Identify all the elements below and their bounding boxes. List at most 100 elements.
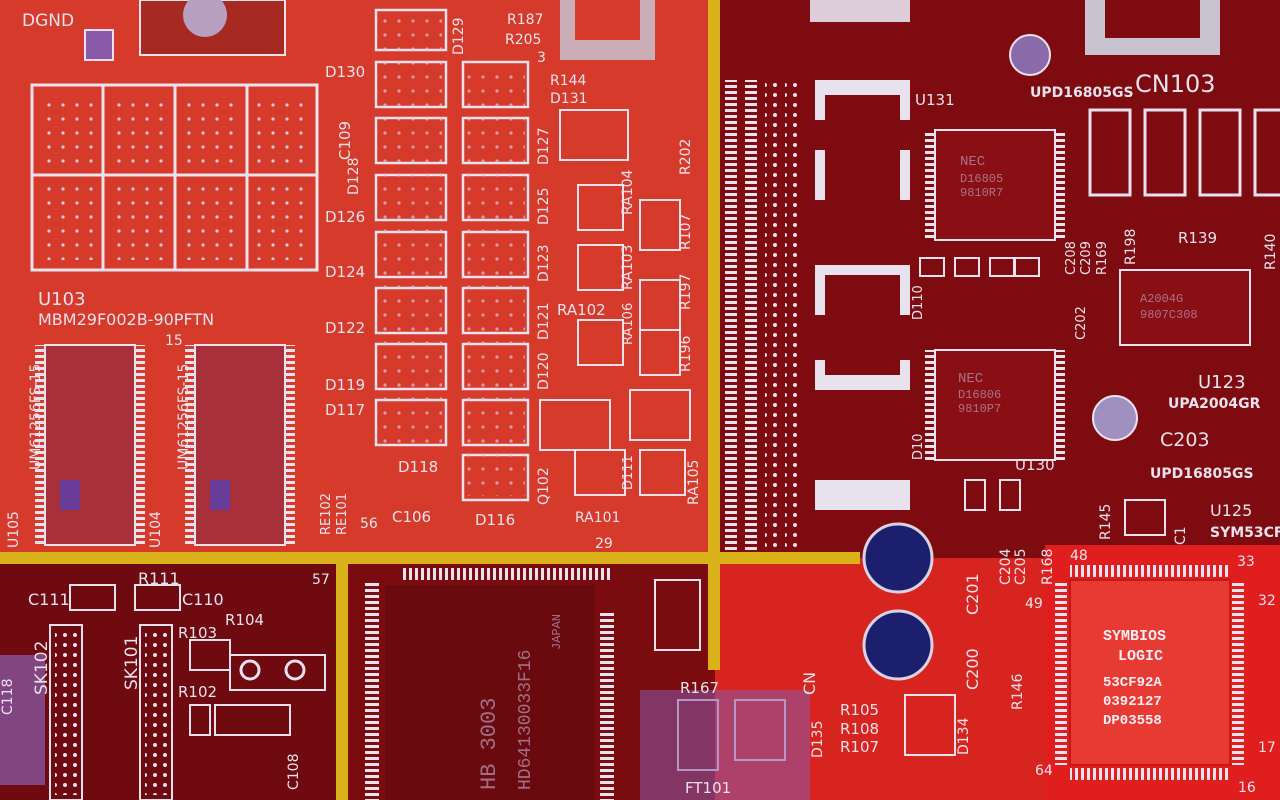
label-pin-16: 16 (1238, 780, 1256, 796)
label-c201: C201 (963, 573, 982, 615)
label-nec1-code: 9810R7 (960, 186, 1003, 200)
label-u105: U105 (6, 511, 22, 548)
label-d128: D128 (346, 157, 362, 195)
label-r105: R105 (840, 701, 879, 719)
a2004-chip (1119, 269, 1251, 346)
label-c118: C118 (0, 679, 16, 716)
label-c110: C110 (182, 590, 224, 609)
label-u103: U103 (38, 289, 86, 310)
label-r145: R145 (1098, 504, 1114, 540)
label-a2004-code: 9807C308 (1140, 308, 1198, 322)
chip-line-5: DP03558 (1103, 713, 1162, 729)
label-dgnd: DGND (22, 11, 74, 31)
label-ra101: RA101 (575, 510, 620, 526)
label-um-left: UM61256FS-15 (28, 364, 44, 470)
label-d123: D123 (536, 244, 552, 282)
label-r111: R111 (138, 569, 180, 588)
label-d117: D117 (325, 401, 365, 419)
label-nec1: NEC (960, 154, 985, 170)
label-r107b: R107 (840, 738, 879, 756)
label-sk101: SK101 (122, 636, 142, 690)
label-c1: C1 (1173, 526, 1189, 545)
sram-chips (35, 344, 295, 546)
label-re102: RE102 (319, 493, 334, 535)
label-d131: D131 (550, 91, 588, 107)
blue-capacitor-2-ring (862, 609, 934, 681)
resistor-arrays (539, 109, 691, 496)
label-r187: R187 (507, 12, 543, 28)
label-r169: R169 (1095, 241, 1110, 275)
label-a2004: A2004G (1140, 292, 1183, 306)
smd-resistors-right (919, 257, 1166, 536)
cn103-connector-inner (1105, 0, 1200, 38)
label-um-right: UM61256FS-15 (176, 364, 192, 470)
blue-capacitor-2 (864, 611, 932, 679)
label-nec2: NEC (958, 371, 983, 387)
label-r202: R202 (678, 139, 694, 175)
label-r196: R196 (678, 335, 694, 372)
symbios-chip (1069, 579, 1231, 766)
chip-line-4: 0392127 (1103, 694, 1162, 710)
socket-strips (49, 624, 173, 800)
label-ra106: RA106 (621, 303, 636, 345)
label-c205: C205 (1013, 549, 1029, 586)
label-ghost3: JAPAN (550, 614, 564, 650)
label-r198: R198 (1123, 229, 1139, 265)
label-ft101: FT101 (685, 779, 731, 797)
label-pin-29: 29 (595, 536, 613, 552)
label-ghost2: HD64130033F16 (516, 650, 536, 790)
label-r167: R167 (680, 679, 719, 697)
u103-pad-dots (40, 95, 311, 260)
nec-chips (925, 129, 1065, 461)
label-d129: D129 (451, 17, 467, 55)
label-r144: R144 (550, 73, 587, 89)
label-cn: CN (800, 672, 819, 695)
label-c109: C109 (336, 121, 354, 160)
label-d120: D120 (536, 352, 552, 390)
label-q102: Q102 (536, 467, 552, 505)
cap-top (1009, 34, 1051, 76)
label-ghost1: HB 3003 (477, 698, 502, 790)
label-u130: U130 (1015, 456, 1055, 474)
label-pin-15: 15 (165, 333, 183, 349)
label-d134: D134 (956, 717, 972, 755)
cap-c203 (1092, 395, 1138, 441)
label-nec2-code: 9810P7 (958, 402, 1001, 416)
label-pin-33: 33 (1237, 554, 1255, 570)
diode-dots (380, 14, 442, 444)
label-d10: D10 (911, 433, 926, 460)
label-sk102: SK102 (32, 641, 52, 695)
label-c106: C106 (392, 508, 431, 526)
label-ra102: RA102 (557, 301, 606, 319)
label-d111: D111 (621, 455, 636, 490)
label-c200: C200 (963, 648, 982, 690)
label-d127: D127 (536, 127, 552, 165)
top-connector-left-inner (575, 0, 640, 40)
label-upd-top: UPD16805GS (1030, 85, 1134, 101)
label-r107: R107 (678, 214, 694, 250)
cn103-fuses (1088, 108, 1280, 197)
label-re101: RE101 (335, 493, 350, 535)
label-c108: C108 (286, 754, 302, 791)
label-u125: U125 (1210, 501, 1252, 520)
label-r197: R197 (678, 274, 694, 310)
chip-line-2: LOGIC (1118, 648, 1163, 665)
label-c209: C209 (1079, 241, 1094, 275)
label-r108: R108 (840, 720, 879, 738)
label-c204: C204 (998, 548, 1014, 585)
label-d110: D110 (911, 285, 926, 320)
label-c111: C111 (28, 590, 70, 609)
label-nec2-part: D16806 (958, 388, 1001, 402)
label-d118: D118 (398, 458, 438, 476)
bottom-purple-patch (640, 690, 810, 800)
label-u131: U131 (915, 91, 955, 109)
label-cn103: CN103 (1135, 70, 1216, 98)
label-pin-3: 3 (537, 50, 546, 66)
label-sym: SYM53CF (1210, 525, 1280, 541)
label-r104: R104 (225, 611, 264, 629)
label-d121: D121 (536, 302, 552, 340)
dgnd-pad (84, 29, 114, 61)
label-d126: D126 (325, 208, 365, 226)
label-r168: R168 (1040, 549, 1056, 585)
